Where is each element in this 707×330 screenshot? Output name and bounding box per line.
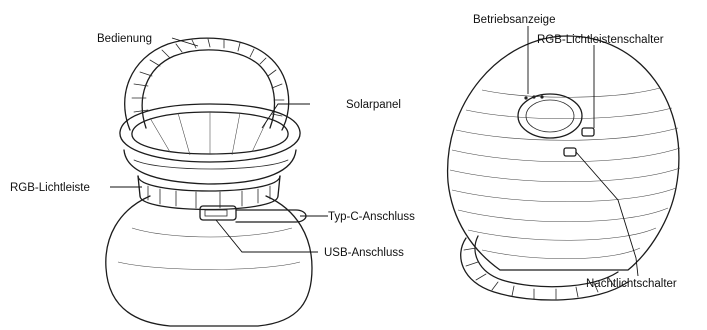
label-rgb-lichtleistenschalter: RGB-Lichtleistenschalter	[537, 34, 664, 46]
top-control-panel	[518, 94, 594, 156]
ports	[200, 206, 306, 222]
part-labels: Bedienung Solarpanel RGB-Lichtleiste Typ…	[10, 14, 677, 290]
carrying-handle	[125, 38, 289, 130]
leader-lines	[110, 26, 638, 276]
label-betriebsanzeige: Betriebsanzeige	[473, 14, 555, 26]
label-typ-c-anschluss: Typ-C-Anschluss	[328, 211, 415, 223]
solar-panel	[120, 104, 300, 162]
label-solarpanel: Solarpanel	[346, 99, 401, 111]
lantern-base	[106, 196, 312, 326]
rgb-strip-switch	[582, 128, 594, 136]
lantern-rear-view	[448, 36, 680, 300]
label-bedienung: Bedienung	[97, 33, 152, 45]
dome-ribs	[450, 88, 680, 259]
usb-port-slot	[205, 210, 227, 216]
night-light-switch	[564, 148, 576, 156]
label-usb-anschluss: USB-Anschluss	[324, 247, 404, 259]
folded-handle	[461, 236, 628, 300]
label-rgb-lichtleiste: RGB-Lichtleiste	[10, 182, 90, 194]
label-nachtlichtschalter: Nachtlichtschalter	[586, 278, 677, 290]
rgb-light-strip	[138, 176, 280, 210]
lantern-front-view	[106, 38, 312, 326]
typ-c-plug	[236, 210, 306, 222]
